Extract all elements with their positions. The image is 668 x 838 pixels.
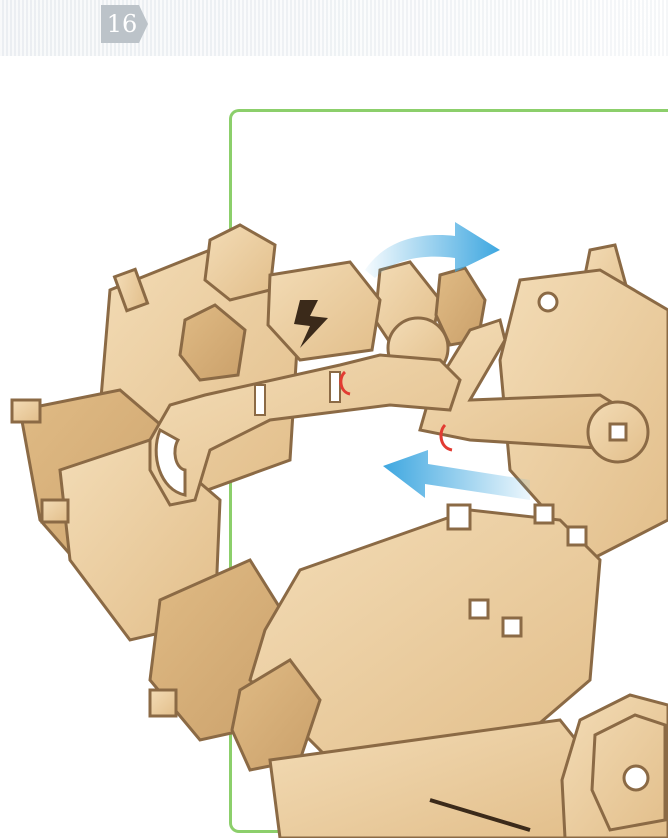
curved-arrow-right-icon (365, 222, 500, 278)
corner-gear-piece (562, 695, 668, 838)
front-plate (232, 505, 600, 838)
